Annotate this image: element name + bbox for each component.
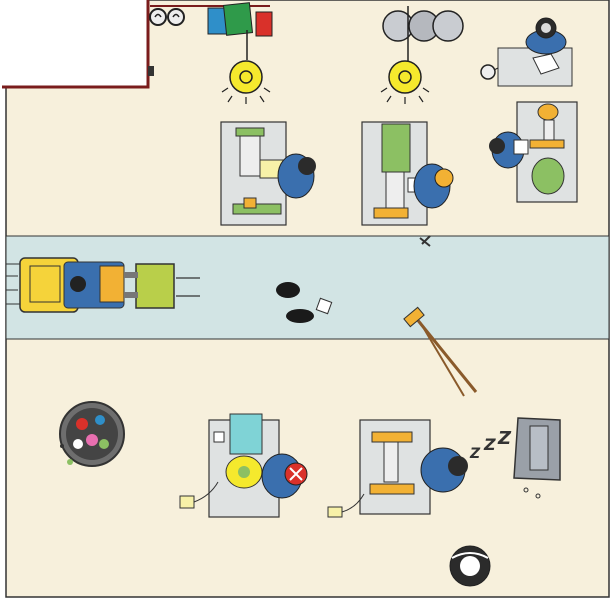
outer-wall: [2, 0, 150, 89]
press-machine: [359, 419, 468, 515]
tire-icon: [449, 545, 491, 587]
forklift-icon: [6, 257, 200, 313]
fallen-locker-icon: [513, 417, 561, 499]
ceiling-lamp-icon: [380, 60, 430, 104]
sleep-z-3: Z: [497, 428, 512, 449]
broom-icon: [403, 306, 478, 397]
wall-socket: [148, 66, 154, 76]
ear-protection-icon: [149, 8, 185, 26]
milling-machine: [208, 413, 308, 518]
grinder-machine: [489, 101, 578, 203]
inspection-desk: [480, 17, 573, 87]
scrap-bin-icon: [59, 401, 125, 467]
lathe-machine: [361, 121, 454, 247]
oil-spill-icon: [276, 282, 333, 323]
electrical-outlet-icon: [327, 493, 365, 518]
sleep-z-1: Z: [469, 446, 481, 462]
sleeping-worker-icon: Z Z Z: [469, 428, 512, 462]
drill-press-machine: [220, 121, 316, 226]
ceiling-lamp-icon: [221, 60, 271, 104]
ceiling-fan-icon: [382, 6, 464, 62]
sleep-z-2: Z: [483, 435, 496, 454]
electrical-outlet-icon: [179, 481, 219, 509]
flag-icon: [207, 2, 273, 60]
